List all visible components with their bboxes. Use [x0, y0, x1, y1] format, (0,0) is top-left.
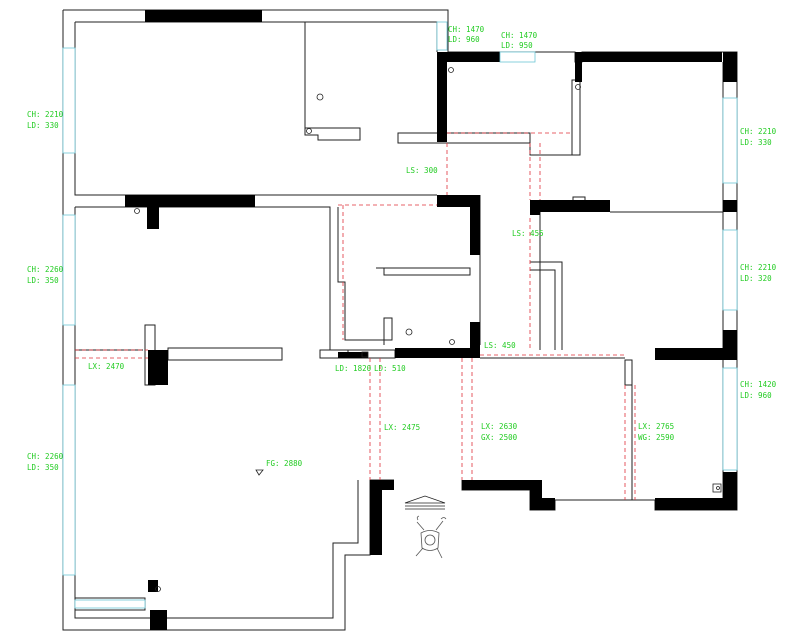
annotation: CH: 2260 — [27, 452, 64, 461]
annotation: LD: 330 — [27, 121, 59, 130]
window-top-mid — [436, 21, 448, 51]
ceiling-light-icon — [134, 208, 140, 214]
window-left-low — [62, 384, 76, 576]
beam-lines — [75, 132, 636, 500]
annotation: LS: 450 — [484, 341, 516, 350]
annotation: CH: 2260 — [27, 265, 64, 274]
person-figure-icon — [415, 515, 447, 559]
window-right-low — [722, 367, 738, 471]
annotation: LD: 510 — [374, 364, 406, 373]
ceiling-light-icon — [449, 339, 455, 345]
annotation: LS: 455 — [512, 229, 544, 238]
window-right-mid — [722, 229, 738, 311]
window-right-upper — [722, 97, 738, 184]
annotation: CH: 1470 — [448, 25, 485, 34]
annotation: LX: 2470 — [88, 362, 125, 371]
annotation: LS: 300 — [406, 166, 438, 175]
window-top-small — [499, 51, 536, 63]
window-left-mid — [62, 214, 76, 326]
ceiling-light-icon — [316, 93, 324, 101]
ceiling-light-icon — [575, 84, 581, 90]
annotation: CH: 2210 — [740, 263, 777, 272]
annotation: LX: 2475 — [384, 423, 420, 432]
annotation: LD: 960 — [740, 391, 772, 400]
annotation: CH: 1470 — [501, 31, 538, 40]
annotation: LD: 1820 — [335, 364, 372, 373]
annotation: GX: 2500 — [481, 433, 518, 442]
outer-walls — [62, 9, 738, 631]
annotation: WG: 2590 — [638, 433, 675, 442]
windows — [62, 21, 738, 609]
annotation: LD: 960 — [448, 35, 480, 44]
ceiling-light-icon — [306, 128, 312, 134]
annotation: CH: 1420 — [740, 380, 777, 389]
annotation: CH: 2210 — [27, 110, 64, 119]
annotation: LD: 350 — [27, 276, 59, 285]
ceiling-light-icon — [405, 328, 413, 336]
annotation: LD: 320 — [740, 274, 772, 283]
window-bottom-sill — [74, 599, 146, 609]
entrance-arrow-icon — [404, 495, 446, 510]
interior-walls — [75, 22, 723, 611]
annotation: LD: 950 — [501, 41, 533, 50]
annotation: LD: 330 — [740, 138, 772, 147]
solid-walls — [125, 10, 737, 630]
ceiling-light-icon — [155, 586, 161, 592]
window-left-upper — [62, 47, 76, 154]
annotation: LX: 2765 — [638, 422, 674, 431]
fixtures — [134, 67, 722, 592]
annotation: CH: 2210 — [740, 127, 777, 136]
ceiling-light-icon — [448, 67, 454, 73]
annotation: LD: 350 — [27, 463, 59, 472]
annotations: CH: 1470 LD: 960 CH: 1470 LD: 950 CH: 22… — [27, 25, 777, 472]
annotation: FG: 2880 — [266, 459, 303, 468]
annotation: LX: 2630 — [481, 422, 518, 431]
